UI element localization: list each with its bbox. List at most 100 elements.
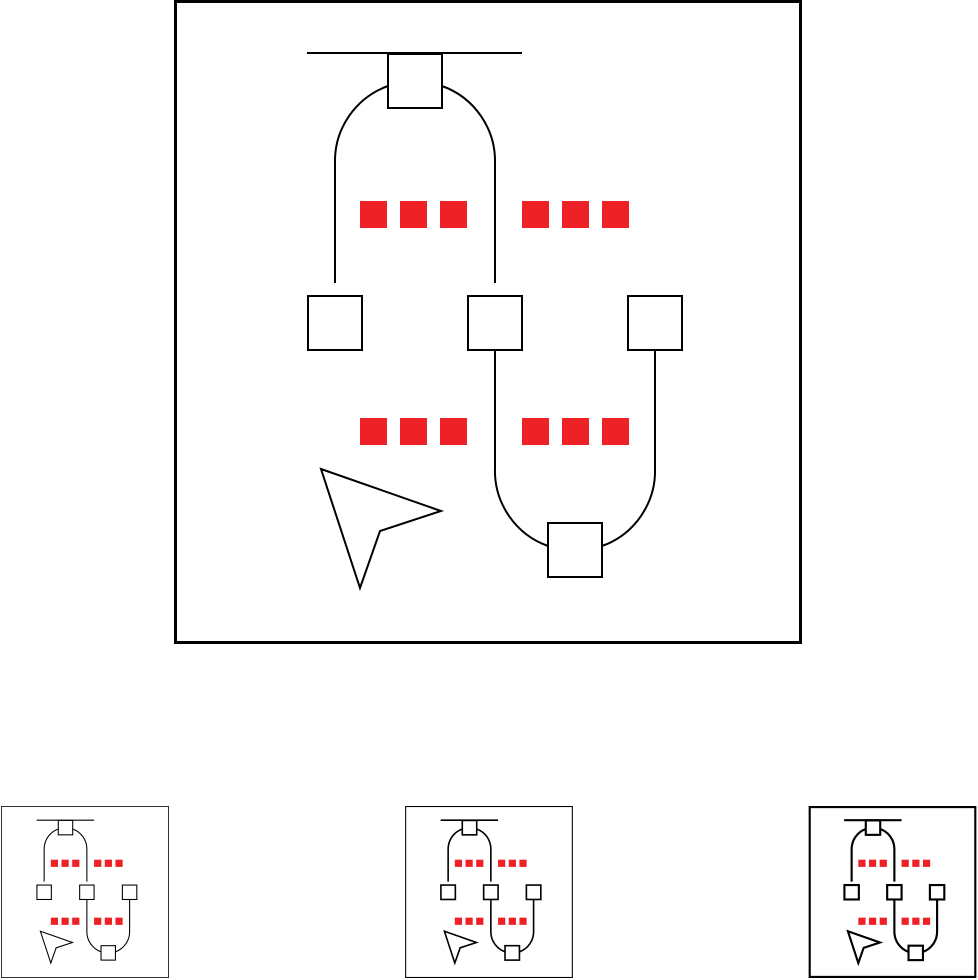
- dots-row-top-right-dot: [94, 859, 102, 867]
- dots-row-bottom-left-dot: [61, 917, 69, 925]
- dots-row-bottom-left-dot: [858, 917, 866, 925]
- frame-border: [808, 806, 977, 978]
- dots-row-bottom-left-dot: [50, 917, 59, 925]
- connector-right-upper: [879, 827, 896, 882]
- node-right: [121, 884, 138, 901]
- dots-row-bottom-right-dot: [912, 917, 920, 925]
- connector-left-upper: [333, 85, 389, 283]
- node-bottom: [100, 945, 116, 961]
- cursor-arrow-icon: [39, 930, 75, 965]
- dots-row-top-right-dot: [522, 201, 549, 228]
- node-right: [525, 884, 542, 901]
- node-left: [307, 295, 363, 351]
- connector-right-upper: [441, 85, 497, 283]
- cursor-arrow-icon: [846, 929, 884, 967]
- dots-row-top-right-dot: [922, 859, 931, 867]
- dots-row-top-right-dot: [519, 859, 527, 867]
- dots-row-bottom-right-dot: [508, 917, 516, 925]
- connector-right-upper: [476, 828, 492, 882]
- node-top: [387, 53, 443, 109]
- connector-left-upper: [447, 828, 463, 882]
- dots-row-top-right-dot: [901, 859, 909, 867]
- dots-row-bottom-left-dot: [72, 917, 80, 925]
- connector-right-upper: [72, 828, 88, 882]
- dots-row-bottom-left-dot: [454, 917, 463, 925]
- connector-right-lower: [115, 899, 131, 953]
- dots-row-top-left-dot: [476, 859, 484, 867]
- node-left: [843, 883, 860, 901]
- dots-row-top-left-dot: [858, 859, 866, 867]
- dots-row-bottom-left-dot: [868, 917, 877, 925]
- workflow-diagram-icon-bold: [808, 806, 977, 978]
- connector-left-lower: [86, 899, 102, 953]
- dots-row-top-right-dot: [562, 201, 589, 228]
- dots-row-bottom-right-dot: [522, 418, 549, 445]
- dots-row-bottom-left-dot: [879, 917, 887, 925]
- dots-row-top-left-dot: [400, 201, 427, 228]
- frame-border: [174, 0, 802, 644]
- dots-row-top-left-dot: [465, 859, 473, 867]
- dots-row-top-left-dot: [50, 859, 59, 867]
- workflow-diagram-icon-medium: [405, 806, 573, 978]
- dots-row-bottom-left-dot: [476, 917, 484, 925]
- dots-row-top-left-dot: [879, 859, 887, 867]
- dots-row-bottom-right-dot: [922, 917, 931, 925]
- cursor-arrow-icon: [443, 929, 479, 966]
- dots-row-top-left-dot: [61, 859, 69, 867]
- dots-row-bottom-left-dot: [465, 917, 473, 925]
- connector-left-upper: [43, 828, 59, 882]
- dots-row-top-right-dot: [912, 859, 920, 867]
- dots-row-top-right-dot: [602, 201, 629, 228]
- workflow-diagram-icon-large: [174, 0, 802, 644]
- connector-left-lower: [893, 899, 909, 953]
- workflow-diagram-icon-thin: [1, 806, 169, 978]
- dots-row-top-left-dot: [440, 201, 467, 228]
- dots-row-bottom-right-dot: [602, 418, 629, 445]
- dots-row-bottom-right-dot: [104, 917, 112, 925]
- node-bottom: [547, 522, 603, 578]
- dots-row-bottom-right-dot: [562, 418, 589, 445]
- node-center: [886, 883, 903, 901]
- dots-row-top-right-dot: [498, 859, 506, 867]
- node-right: [627, 295, 683, 351]
- connector-right-lower: [601, 350, 657, 547]
- dots-row-top-left-dot: [454, 859, 463, 867]
- connector-right-lower: [519, 899, 535, 953]
- node-center: [79, 884, 95, 901]
- dots-row-bottom-right-dot: [115, 917, 123, 925]
- dots-row-bottom-left-dot: [360, 418, 387, 445]
- dots-row-top-right-dot: [104, 859, 112, 867]
- icon-body: [1, 806, 169, 978]
- node-top: [57, 819, 74, 836]
- node-bottom: [504, 944, 521, 961]
- cursor-arrow-icon: [319, 467, 445, 592]
- node-top: [864, 819, 882, 836]
- node-center: [482, 884, 499, 901]
- connector-left-lower: [493, 350, 549, 547]
- frame-border: [405, 806, 573, 978]
- connector-left-lower: [490, 899, 506, 953]
- dots-row-bottom-right-dot: [519, 917, 527, 925]
- node-top: [461, 819, 478, 836]
- dots-row-bottom-right-dot: [498, 917, 506, 925]
- dots-row-bottom-left-dot: [440, 418, 467, 445]
- dots-row-bottom-right-dot: [94, 917, 102, 925]
- node-center: [467, 295, 523, 351]
- dots-row-top-left-dot: [360, 201, 387, 228]
- dots-row-top-right-dot: [115, 859, 123, 867]
- dots-row-top-right-dot: [508, 859, 516, 867]
- node-left: [440, 884, 457, 901]
- connector-right-lower: [922, 899, 939, 953]
- node-bottom: [907, 944, 925, 962]
- node-left: [36, 884, 52, 901]
- dots-row-top-left-dot: [72, 859, 80, 867]
- dots-row-bottom-right-dot: [901, 917, 909, 925]
- icon-body: [405, 806, 573, 978]
- icon-body: [808, 806, 977, 978]
- dots-row-top-left-dot: [868, 859, 877, 867]
- dots-row-bottom-left-dot: [400, 418, 427, 445]
- connector-left-upper: [850, 827, 867, 882]
- node-right: [928, 883, 946, 901]
- frame-border: [1, 806, 169, 978]
